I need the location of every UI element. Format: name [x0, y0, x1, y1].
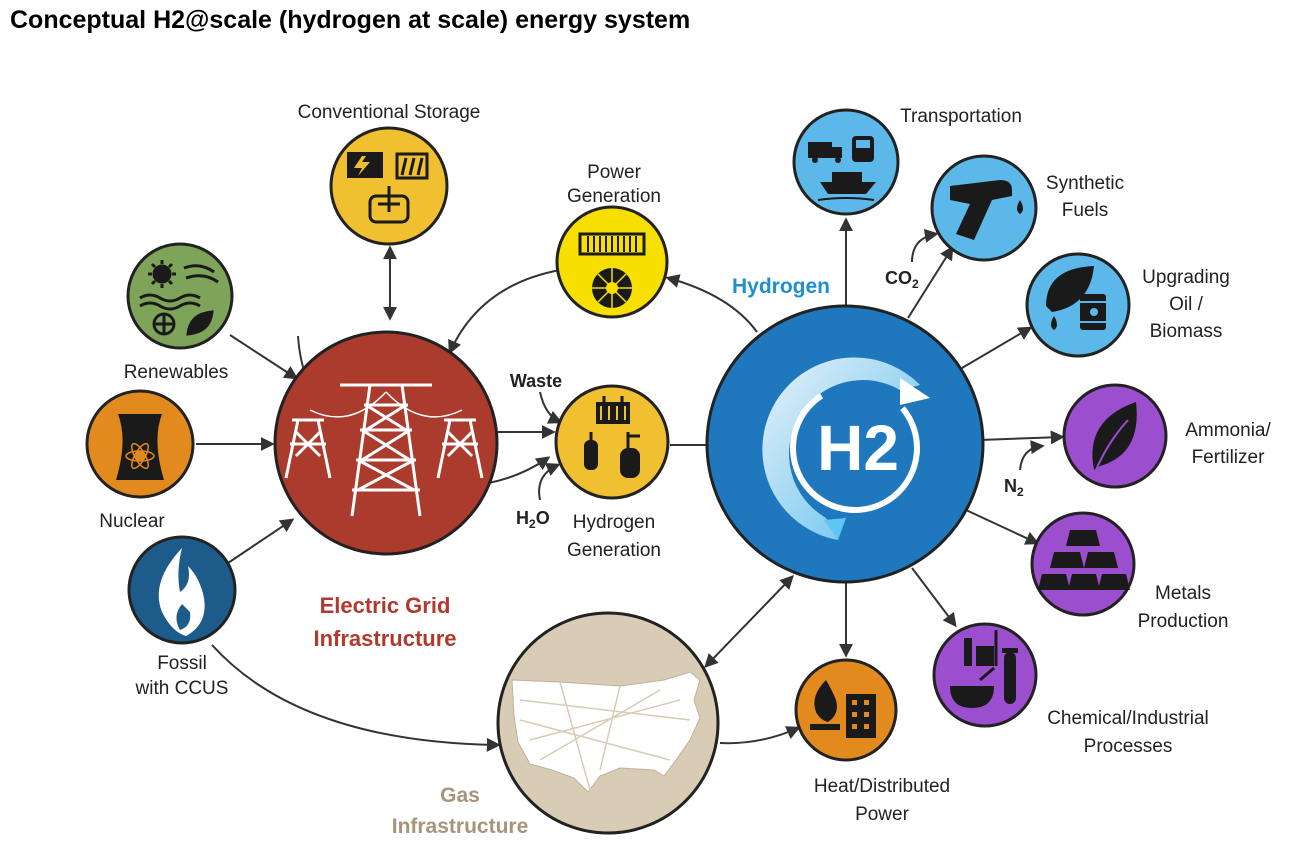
co2-label: CO2	[885, 268, 919, 291]
solar-wind-water-icon	[139, 260, 219, 336]
arrow-hydrogen-metals	[965, 509, 1040, 545]
ammonia-label-2: Fertilizer	[1192, 447, 1266, 468]
node-upgrading: Upgrading Oil / Biomass	[1025, 252, 1230, 358]
hydrogen-generation-label-1: Hydrogen	[573, 512, 655, 533]
node-gas-infrastructure: Gas Infrastructure	[392, 611, 720, 838]
ingots-icon	[1038, 530, 1130, 590]
arrow-fossil-grid	[227, 518, 295, 564]
node-metals: Metals Production	[1030, 511, 1229, 632]
transportation-label: Transportation	[900, 106, 1022, 127]
hydrogen-label: Hydrogen	[732, 275, 830, 298]
heat-power-label-2: Power	[855, 804, 910, 825]
n2-label: N2	[1004, 476, 1024, 499]
node-power-generation: Power Generation	[555, 162, 669, 319]
battery-storage-icon	[347, 152, 429, 224]
hydrogen-generation-label-2: Generation	[567, 540, 661, 561]
electric-grid-label-1: Electric Grid	[320, 593, 451, 618]
node-transportation: Transportation	[792, 106, 1022, 216]
synthetic-fuels-label-1: Synthetic	[1046, 173, 1124, 194]
chemical-label-1: Chemical/Industrial	[1047, 708, 1209, 729]
flame-icon	[158, 548, 205, 636]
ammonia-label-1: Ammonia/	[1185, 420, 1271, 441]
nuclear-label: Nuclear	[99, 511, 165, 532]
upgrading-label-2: Oil /	[1169, 294, 1204, 315]
leaf-barrel-icon	[1046, 266, 1106, 330]
power-generation-label-2: Generation	[567, 186, 661, 207]
chemical-label-2: Processes	[1084, 736, 1173, 757]
gas-label-1: Gas	[440, 784, 480, 807]
conventional-storage-label: Conventional Storage	[298, 102, 481, 123]
arrow-fossil-gas	[211, 644, 501, 752]
h2-swirl-icon	[762, 357, 930, 540]
gas-label-2: Infrastructure	[392, 815, 529, 838]
fuel-cell-turbine-icon	[578, 232, 646, 308]
renewables-label: Renewables	[124, 362, 229, 383]
arrow-hydrogen-ammonia	[979, 430, 1065, 445]
arrow-renewables-grid	[229, 334, 299, 380]
h2-symbol: H2	[817, 412, 899, 484]
arrow-hydrogen-powergen	[665, 274, 758, 333]
fossil-label-2: with CCUS	[135, 678, 229, 699]
arrow-hydrogen-chemical	[911, 567, 957, 628]
arrow-n2	[1019, 440, 1045, 471]
electric-grid-label-2: Infrastructure	[313, 626, 456, 651]
node-nuclear: Nuclear	[85, 389, 195, 532]
node-synthetic-fuels: Synthetic Fuels	[930, 154, 1124, 262]
node-renewables: Renewables	[124, 242, 234, 383]
power-generation-label-1: Power	[587, 162, 642, 183]
node-heat-power: Heat/Distributed Power	[794, 658, 950, 825]
cooling-tower-icon	[116, 414, 164, 480]
us-map-icon	[511, 671, 701, 793]
fossil-label-1: Fossil	[157, 653, 207, 674]
connectors	[196, 217, 1065, 752]
arrow-powergen-grid	[448, 269, 561, 355]
arrow-h2o	[538, 463, 561, 501]
lab-plant-icon	[950, 630, 1018, 708]
arrow-hydrogen-upgrading	[961, 326, 1033, 369]
node-hydrogen-generation: Hydrogen Generation	[554, 384, 670, 561]
arrow-co2	[911, 228, 939, 263]
node-chemical: Chemical/Industrial Processes	[932, 622, 1209, 757]
arrow-waste	[539, 391, 563, 424]
fuel-nozzle-icon	[950, 180, 1023, 240]
node-fossil: Fossil with CCUS	[127, 535, 237, 699]
upgrading-label-1: Upgrading	[1142, 267, 1230, 288]
truck-train-ship-icon	[808, 136, 876, 201]
h2o-label: H2O	[516, 508, 550, 531]
waste-label: Waste	[510, 371, 562, 391]
node-electric-grid: Electric Grid Infrastructure	[273, 330, 499, 651]
node-ammonia: Ammonia/ Fertilizer	[1062, 383, 1271, 489]
arrow-hydrogen-synfuel	[907, 245, 954, 319]
electrolyzer-icon	[584, 396, 640, 478]
node-conventional-storage: Conventional Storage	[298, 102, 481, 246]
synthetic-fuels-label-2: Fuels	[1062, 200, 1108, 221]
flame-building-icon	[810, 680, 876, 738]
arrow-hydrogen-gas	[704, 574, 794, 669]
power-tower-icon	[284, 383, 484, 517]
page-title: Conceptual H2@scale (hydrogen at scale) …	[10, 6, 691, 34]
heat-power-label-1: Heat/Distributed	[814, 776, 950, 797]
metals-label-1: Metals	[1155, 583, 1211, 604]
upgrading-label-3: Biomass	[1150, 321, 1223, 342]
node-hydrogen: H2 Hydrogen	[705, 275, 985, 584]
arrow-gas-heat	[719, 726, 801, 745]
leaf-icon	[1092, 402, 1137, 471]
metals-label-2: Production	[1138, 611, 1229, 632]
